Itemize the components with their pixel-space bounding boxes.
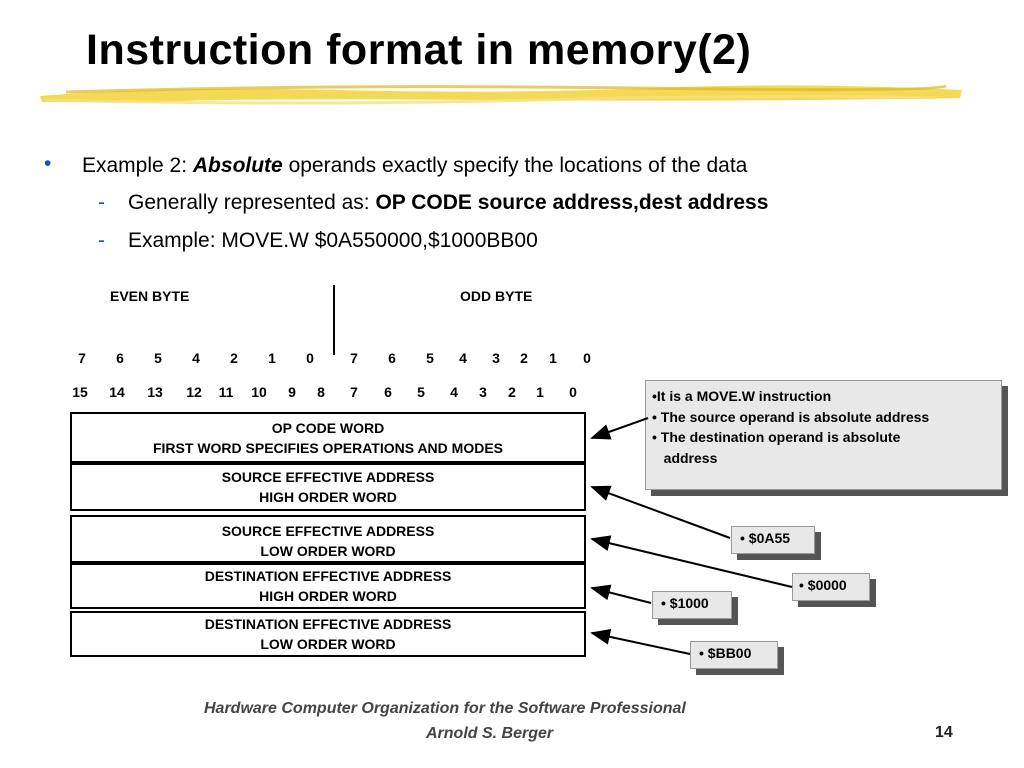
row-line1: DESTINATION EFFECTIVE ADDRESS xyxy=(204,616,452,632)
word-bit-number-2: 13 xyxy=(147,384,163,400)
word-bit-number-3: 12 xyxy=(186,384,202,400)
sub2-text: Example: MOVE.W $0A550000,$1000BB00 xyxy=(128,229,538,252)
byte-bit-number-0: 7 xyxy=(78,350,86,366)
arrow-to-dest-high xyxy=(590,584,652,604)
row-line1: SOURCE EFFECTIVE ADDRESS xyxy=(221,469,435,485)
byte-bit-number-8: 6 xyxy=(388,350,396,366)
byte-bit-number-2: 5 xyxy=(154,350,162,366)
info-line: address xyxy=(652,449,718,466)
byte-bit-number-6: 0 xyxy=(306,350,314,366)
word-bit-number-6: 9 xyxy=(288,384,296,400)
dash-icon: - xyxy=(98,191,105,214)
sub1-prefix: Generally represented as: xyxy=(128,191,376,214)
word-bit-number-12: 3 xyxy=(479,384,487,400)
title-highlight-stroke xyxy=(40,84,962,105)
word-bit-number-10: 5 xyxy=(417,384,425,400)
byte-bit-numbers: 7 6 5 4 2 1 0 7 6 5 4 3 2 1 0 xyxy=(0,350,620,370)
word-bit-number-0: 15 xyxy=(72,384,88,400)
byte-bit-number-1: 6 xyxy=(116,350,124,366)
word-bit-number-7: 8 xyxy=(317,384,325,400)
byte-bit-number-4: 2 xyxy=(230,350,238,366)
row-line2: HIGH ORDER WORD xyxy=(259,588,397,604)
word-bit-number-14: 1 xyxy=(536,384,544,400)
callout-0000: • $0000 xyxy=(792,573,870,601)
bullet-prefix: Example 2: xyxy=(82,154,193,177)
word-bit-number-4: 11 xyxy=(218,384,234,400)
callout-1000: • $1000 xyxy=(652,591,732,619)
instruction-info-callout: •It is a MOVE.W instruction • The source… xyxy=(645,380,1002,490)
info-line: • The destination operand is absolute xyxy=(652,429,901,445)
word-bit-number-13: 2 xyxy=(508,384,516,400)
row-line1: OP CODE WORD xyxy=(271,420,385,436)
even-byte-label: EVEN BYTE xyxy=(110,288,190,304)
info-line: •It is a MOVE.W instruction xyxy=(652,388,832,404)
dash-icon: - xyxy=(98,229,105,252)
byte-bit-number-10: 4 xyxy=(459,350,467,366)
info-line: • The source operand is absolute address xyxy=(652,408,930,425)
byte-divider xyxy=(333,285,335,355)
source-low-word-box: SOURCE EFFECTIVE ADDRESS LOW ORDER WORD xyxy=(70,515,586,563)
bullet-dot-icon: • xyxy=(44,152,52,175)
sub1-bold: OP CODE source address,dest address xyxy=(375,191,769,214)
callout-0a55: • $0A55 xyxy=(731,526,815,554)
opcode-word-box: OP CODE WORD FIRST WORD SPECIFIES OPERAT… xyxy=(70,412,586,463)
byte-bit-number-5: 1 xyxy=(268,350,276,366)
footer-book-title: Hardware Computer Organization for the S… xyxy=(204,700,686,717)
callout-bb00: • $BB00 xyxy=(690,641,778,669)
byte-bit-number-12: 2 xyxy=(520,350,528,366)
byte-bit-number-7: 7 xyxy=(350,350,358,366)
source-high-word-box: SOURCE EFFECTIVE ADDRESS HIGH ORDER WORD xyxy=(70,463,586,511)
footer-author: Arnold S. Berger xyxy=(426,725,554,742)
byte-bit-number-11: 3 xyxy=(492,350,500,366)
row-line1: DESTINATION EFFECTIVE ADDRESS xyxy=(204,568,452,584)
arrow-to-source-low xyxy=(590,535,793,588)
word-bit-number-8: 7 xyxy=(350,384,358,400)
odd-byte-label: ODD BYTE xyxy=(460,288,533,304)
dest-high-word-box: DESTINATION EFFECTIVE ADDRESS HIGH ORDER… xyxy=(70,563,586,609)
row-line2: LOW ORDER WORD xyxy=(260,543,396,559)
dest-low-word-box: DESTINATION EFFECTIVE ADDRESS LOW ORDER … xyxy=(70,611,586,657)
arrow-to-source-high xyxy=(590,485,731,539)
page-title: Instruction format in memory(2) xyxy=(86,26,752,74)
word-bit-number-5: 10 xyxy=(251,384,267,400)
word-bit-number-9: 6 xyxy=(384,384,392,400)
word-bit-number-1: 14 xyxy=(109,384,125,400)
arrow-to-opcode xyxy=(590,417,649,440)
row-line2: FIRST WORD SPECIFIES OPERATIONS AND MODE… xyxy=(152,440,504,456)
byte-bit-number-13: 1 xyxy=(549,350,557,366)
word-bit-number-15: 0 xyxy=(569,384,577,400)
bullet-emphasis: Absolute xyxy=(192,154,283,177)
row-line2: HIGH ORDER WORD xyxy=(259,489,397,505)
arrow-to-dest-low xyxy=(590,628,691,655)
word-bit-number-11: 4 xyxy=(450,384,458,400)
row-line1: SOURCE EFFECTIVE ADDRESS xyxy=(221,523,435,539)
bullet-suffix: operands exactly specify the locations o… xyxy=(282,154,748,177)
row-line2: LOW ORDER WORD xyxy=(260,636,396,652)
byte-bit-number-9: 5 xyxy=(426,350,434,366)
byte-bit-number-14: 0 xyxy=(583,350,591,366)
byte-bit-number-3: 4 xyxy=(192,350,200,366)
page-number: 14 xyxy=(935,724,953,741)
